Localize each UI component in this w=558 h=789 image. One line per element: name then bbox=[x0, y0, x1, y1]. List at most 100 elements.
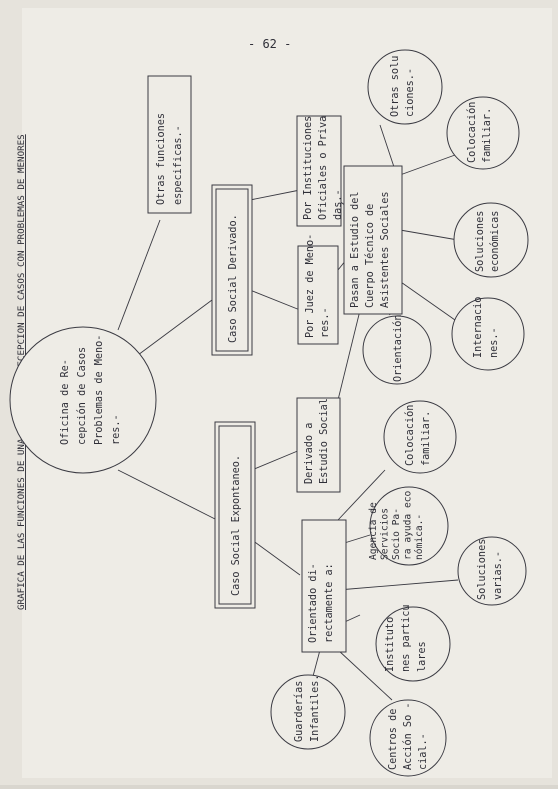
label-line: Orientado di- bbox=[308, 563, 319, 643]
label-oficina: Oficina de Re-cepción de Casos Problemas … bbox=[60, 335, 122, 445]
page-number: - 62 - bbox=[248, 37, 291, 51]
line-oficina-derivado bbox=[137, 299, 213, 356]
label-line: Problemas de Meno- bbox=[94, 335, 105, 445]
node-otras-funciones-box bbox=[147, 75, 192, 214]
label-line: res.- bbox=[320, 307, 331, 338]
label-line: Caso Social Expontaneo. bbox=[231, 455, 242, 596]
label-line: Otras funciones bbox=[156, 113, 167, 205]
label-line: familiar. bbox=[421, 411, 432, 466]
node-pasan-estudio-box bbox=[343, 165, 403, 315]
node-por-juez-box bbox=[297, 245, 339, 345]
node-colocacion-1-circle bbox=[446, 96, 520, 170]
line-espontaneo-orientado bbox=[251, 539, 301, 576]
label-caso-espontaneo: Caso Social Expontaneo. bbox=[231, 455, 242, 596]
label-line: especificas.- bbox=[173, 125, 184, 205]
line-oficina-espontaneo bbox=[117, 469, 218, 521]
label-line: cepción de Casos bbox=[76, 347, 88, 445]
node-agencia-circle bbox=[369, 486, 449, 566]
node-orientado-box bbox=[301, 519, 347, 653]
line-pasan-internacion bbox=[397, 279, 456, 321]
label-line: Oficina de Re- bbox=[60, 359, 71, 445]
label-orientacion: Orientación bbox=[392, 315, 404, 382]
label-line: Cuerpo Técnico de bbox=[364, 204, 376, 308]
label-derivado-estudio: Derivado a Estudio Social bbox=[304, 398, 330, 484]
label-line: Orientación bbox=[392, 315, 404, 382]
label-line: nes particu bbox=[401, 605, 412, 672]
label-line: Soluciones bbox=[477, 539, 488, 600]
line-pasan-colocacion bbox=[399, 154, 456, 176]
node-centros-circle bbox=[369, 699, 447, 777]
node-varias-circle bbox=[457, 536, 527, 606]
node-caso-espontaneo-box bbox=[214, 421, 256, 609]
label-line: Internacio bbox=[473, 297, 484, 358]
label-por-instituciones: Por Instituciones Oficiales o Priva das.- bbox=[303, 116, 344, 220]
label-line: Acción So - bbox=[402, 703, 414, 770]
label-line: Otras solu bbox=[390, 56, 401, 117]
label-line: ra ayuda eco bbox=[403, 490, 414, 560]
line-pasan-otras bbox=[379, 124, 396, 171]
label-line: Guarderías bbox=[293, 681, 305, 742]
label-line: económicas bbox=[489, 211, 501, 272]
node-economicas-circle bbox=[453, 202, 529, 278]
label-line: Servicios bbox=[380, 508, 391, 560]
node-derivado-estudio-box bbox=[296, 397, 341, 493]
label-line: nes.- bbox=[489, 327, 500, 358]
label-line: das.- bbox=[333, 189, 344, 220]
label-orientado: Orientado di-rectamente a: bbox=[308, 563, 335, 643]
label-internacion: Internacio nes.- bbox=[473, 297, 500, 358]
node-colocacion-2-circle bbox=[383, 400, 457, 474]
label-line: lares bbox=[417, 641, 428, 672]
label-line: cial.- bbox=[418, 733, 429, 770]
label-caso-derivado: Caso Social Derivado. bbox=[228, 214, 239, 343]
node-otras-soluciones-circle bbox=[367, 49, 443, 125]
line-orientado-colocacion bbox=[337, 469, 386, 521]
node-caso-derivado-box bbox=[211, 184, 253, 356]
label-otras-funciones: Otras funciones especificas.- bbox=[156, 113, 184, 205]
line-derivado-instituciones bbox=[249, 189, 301, 201]
label-line: Por Instituciones bbox=[303, 116, 314, 220]
node-por-instituciones-box bbox=[296, 115, 342, 227]
line-orientado-centros bbox=[337, 649, 393, 701]
node-orientacion-circle bbox=[362, 315, 432, 385]
label-por-juez: Por Juez de Meno-res.- bbox=[305, 234, 331, 338]
label-line: res.- bbox=[111, 414, 122, 445]
line-pasan-economicas bbox=[399, 229, 459, 241]
node-oficina-circle bbox=[9, 326, 157, 474]
node-guarderias-circle bbox=[270, 674, 346, 750]
label-line: Centros de bbox=[388, 709, 399, 770]
label-line: Asistentes Sociales bbox=[380, 191, 391, 308]
label-instituto: Instituto nes particu lares bbox=[385, 605, 428, 672]
label-line: Instituto bbox=[385, 617, 396, 672]
label-otras-soluciones: Otras solu ciones.- bbox=[390, 56, 416, 117]
label-line: Derivado a bbox=[304, 423, 315, 484]
label-line: varias.- bbox=[493, 551, 504, 600]
label-line: Agencia de bbox=[368, 502, 379, 560]
node-internacion-circle bbox=[451, 297, 525, 371]
label-soluciones-varias: Soluciones varias.- bbox=[477, 539, 504, 600]
label-line: Soluciones bbox=[475, 211, 486, 272]
label-line: familiar. bbox=[482, 108, 493, 163]
label-line: Colocación bbox=[404, 405, 416, 466]
line-espontaneo-derivado-estudio bbox=[251, 449, 301, 471]
node-instituto-circle bbox=[375, 606, 451, 682]
label-line: Estudio Social bbox=[319, 398, 330, 484]
label-line: Oficiales o Priva bbox=[318, 116, 329, 220]
label-line: Caso Social Derivado. bbox=[228, 214, 239, 343]
label-line: Socio Pa- bbox=[391, 508, 402, 560]
line-derivado-juez bbox=[249, 289, 301, 311]
label-line: Por Juez de Meno- bbox=[305, 234, 316, 338]
label-line: Pasan a Estudio del bbox=[350, 191, 361, 308]
label-line: rectamente a: bbox=[324, 563, 335, 643]
label-line: ciones.- bbox=[405, 68, 416, 117]
label-colocacion-familiar-2: Colocación familiar. bbox=[404, 405, 432, 466]
line-orientado-varias bbox=[337, 579, 459, 591]
line-oficina-otras bbox=[117, 219, 161, 331]
